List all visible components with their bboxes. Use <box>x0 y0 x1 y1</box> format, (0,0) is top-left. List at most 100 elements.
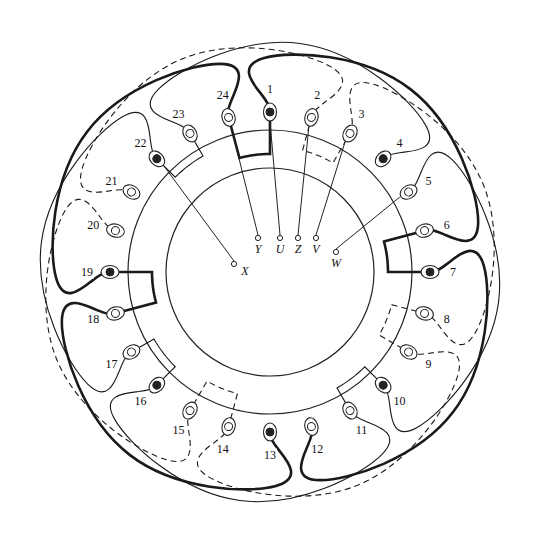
slot-outline <box>101 266 119 279</box>
end-connection <box>138 339 175 379</box>
coil <box>249 55 478 241</box>
conductor <box>111 309 121 319</box>
stator-bore <box>166 168 374 376</box>
slot-number: 6 <box>443 218 451 231</box>
terminal-label: U <box>275 243 286 256</box>
slot <box>372 374 394 396</box>
terminal-lead <box>270 122 280 235</box>
slot <box>340 400 360 422</box>
end-connection <box>303 125 346 163</box>
end-connection <box>337 367 377 404</box>
conductor <box>403 347 414 358</box>
terminal <box>277 235 282 240</box>
conductor <box>266 108 274 116</box>
conductor <box>426 268 434 276</box>
slot-outline <box>220 107 237 128</box>
slot-number: 17 <box>105 357 119 370</box>
slot <box>340 122 360 144</box>
slot <box>414 222 435 239</box>
conductor <box>420 226 430 236</box>
slot <box>180 400 200 422</box>
conductor <box>307 113 317 123</box>
slot-number: 10 <box>392 395 406 408</box>
slot-number: 15 <box>172 424 186 437</box>
terminal <box>295 235 300 240</box>
coil <box>150 42 429 159</box>
slot-number: 5 <box>424 174 432 187</box>
slot-number: 21 <box>105 174 119 187</box>
terminal <box>231 261 236 266</box>
slot-number: 2 <box>313 89 321 102</box>
terminal-label: V <box>311 243 320 256</box>
slot-number: 8 <box>443 313 451 326</box>
terminal-lead <box>336 197 400 249</box>
slot-outline <box>340 122 360 144</box>
slot <box>264 423 277 441</box>
conductor <box>185 128 196 139</box>
coil <box>53 64 239 293</box>
conductor <box>106 268 114 276</box>
slot-outline <box>105 305 126 322</box>
terminal-label: Y <box>254 243 263 256</box>
slot-number: 7 <box>449 266 457 279</box>
slot-number: 22 <box>134 136 148 149</box>
conductor <box>377 153 388 164</box>
slot-number: 1 <box>266 83 274 96</box>
slot <box>372 148 394 170</box>
slot <box>220 107 237 128</box>
slot-number: 11 <box>355 424 369 437</box>
slot-outline <box>398 182 420 202</box>
conductor <box>151 379 162 390</box>
terminal-lead <box>231 127 258 235</box>
slot <box>101 266 119 279</box>
coil <box>197 352 459 496</box>
slot-number: 13 <box>263 449 277 462</box>
coil <box>110 385 389 502</box>
slot-outline <box>340 400 360 422</box>
slot-outline <box>264 103 277 121</box>
slot <box>146 374 168 396</box>
slot-outline <box>264 423 277 441</box>
coil <box>40 112 157 391</box>
conductor <box>420 309 430 319</box>
slot-outline <box>180 122 200 144</box>
slot-outline <box>146 374 168 396</box>
conductor <box>111 226 121 236</box>
conductor <box>403 187 414 198</box>
terminal <box>255 235 260 240</box>
terminal-label: Z <box>294 243 303 256</box>
terminal-label: W <box>330 257 342 270</box>
slot-number: 24 <box>216 89 230 102</box>
slot <box>105 305 126 322</box>
conductor <box>126 347 137 358</box>
coil <box>62 303 291 489</box>
slot-outline <box>372 374 394 396</box>
slot <box>120 342 142 362</box>
slot-outline <box>220 416 237 437</box>
slot <box>264 103 277 121</box>
slot-outline <box>180 400 200 422</box>
stator-ring <box>128 130 412 414</box>
slot <box>120 182 142 202</box>
end-connection <box>194 381 237 419</box>
slot <box>398 342 420 362</box>
conductor <box>151 153 162 164</box>
terminal-lead <box>316 142 345 235</box>
coil <box>301 251 487 480</box>
conductor <box>345 405 356 416</box>
slot <box>414 305 435 322</box>
coil <box>80 48 342 192</box>
end-connection <box>379 305 417 348</box>
terminal-lead <box>164 166 234 261</box>
slot-number: 18 <box>86 313 100 326</box>
terminal <box>313 235 318 240</box>
slot-outline <box>303 416 320 437</box>
slot <box>303 107 320 128</box>
slot-number: 14 <box>216 442 230 455</box>
terminal <box>333 249 338 254</box>
slot-outline <box>398 342 420 362</box>
slot-outline <box>414 305 435 322</box>
terminal-label: X <box>240 265 249 278</box>
slot-outline <box>105 222 126 239</box>
